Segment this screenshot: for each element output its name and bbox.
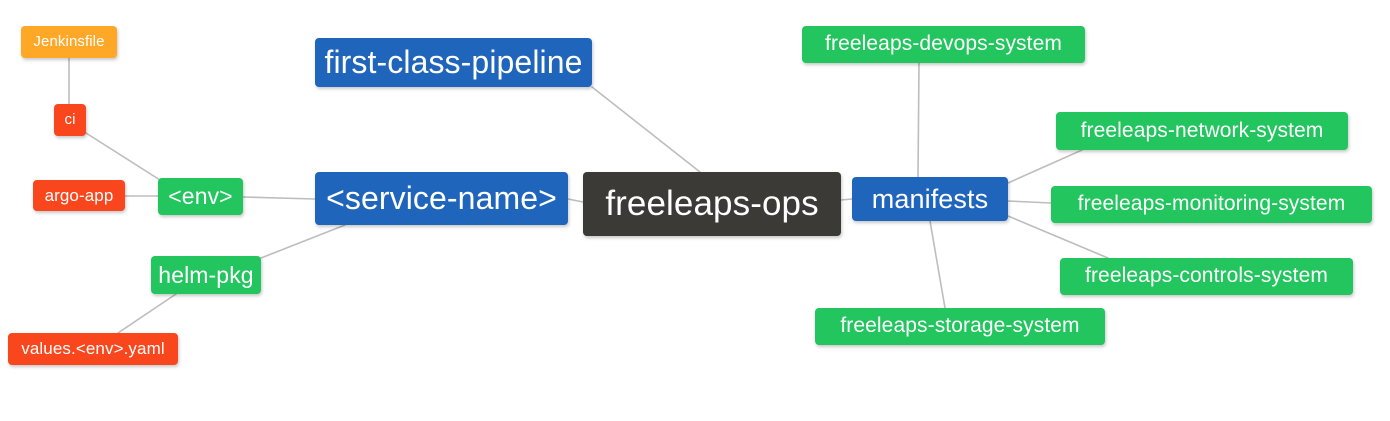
node-values-yaml[interactable]: values.<env>.yaml bbox=[8, 333, 178, 365]
node-argo-app[interactable]: argo-app bbox=[33, 180, 125, 211]
node-label-values-yaml: values.<env>.yaml bbox=[21, 339, 165, 359]
node-label-freeleaps-storage-system: freeleaps-storage-system bbox=[840, 314, 1080, 338]
edge-first-class-pipeline-to-freeleaps-ops bbox=[591, 86, 701, 173]
node-env[interactable]: <env> bbox=[158, 178, 243, 215]
edge-helm-pkg-to-service-name bbox=[260, 224, 346, 259]
edge-manifests-to-freeleaps-storage-system bbox=[929, 220, 946, 309]
node-jenkinsfile[interactable]: Jenkinsfile bbox=[21, 26, 117, 58]
edge-manifests-to-freeleaps-devops-system bbox=[917, 62, 920, 178]
edge-ci-to-env bbox=[85, 132, 161, 181]
node-freeleaps-storage-system[interactable]: freeleaps-storage-system bbox=[815, 308, 1105, 345]
node-label-service-name: <service-name> bbox=[326, 179, 557, 216]
node-helm-pkg[interactable]: helm-pkg bbox=[151, 256, 261, 294]
node-label-freeleaps-network-system: freeleaps-network-system bbox=[1080, 118, 1324, 142]
node-label-ci: ci bbox=[64, 111, 76, 129]
node-label-manifests: manifests bbox=[871, 183, 989, 214]
node-label-freeleaps-monitoring-system: freeleaps-monitoring-system bbox=[1077, 192, 1346, 216]
node-service-name[interactable]: <service-name> bbox=[315, 172, 568, 225]
node-ci[interactable]: ci bbox=[54, 104, 86, 136]
node-label-jenkinsfile: Jenkinsfile bbox=[33, 33, 105, 51]
node-label-first-class-pipeline: first-class-pipeline bbox=[324, 43, 583, 80]
node-manifests[interactable]: manifests bbox=[852, 177, 1008, 221]
edge-manifests-to-freeleaps-network-system bbox=[1007, 149, 1083, 184]
node-label-argo-app: argo-app bbox=[44, 185, 114, 205]
node-freeleaps-controls-system[interactable]: freeleaps-controls-system bbox=[1060, 258, 1353, 295]
node-freeleaps-monitoring-system[interactable]: freeleaps-monitoring-system bbox=[1051, 186, 1372, 223]
node-freeleaps-ops[interactable]: freeleaps-ops bbox=[583, 172, 841, 236]
node-first-class-pipeline[interactable]: first-class-pipeline bbox=[315, 38, 592, 87]
node-label-freeleaps-controls-system: freeleaps-controls-system bbox=[1085, 264, 1328, 288]
edge-service-name-to-freeleaps-ops bbox=[567, 198, 584, 203]
edge-manifests-to-freeleaps-monitoring-system bbox=[1007, 200, 1052, 204]
node-freeleaps-devops-system[interactable]: freeleaps-devops-system bbox=[802, 26, 1085, 63]
edge-values-yaml-to-helm-pkg bbox=[117, 293, 177, 334]
node-label-freeleaps-devops-system: freeleaps-devops-system bbox=[825, 32, 1062, 56]
edge-freeleaps-ops-to-manifests bbox=[840, 198, 853, 201]
node-freeleaps-network-system[interactable]: freeleaps-network-system bbox=[1056, 112, 1348, 150]
node-label-helm-pkg: helm-pkg bbox=[158, 261, 254, 288]
node-label-freeleaps-ops: freeleaps-ops bbox=[605, 183, 819, 223]
edge-env-to-service-name bbox=[242, 196, 316, 200]
node-label-env: <env> bbox=[168, 183, 233, 210]
